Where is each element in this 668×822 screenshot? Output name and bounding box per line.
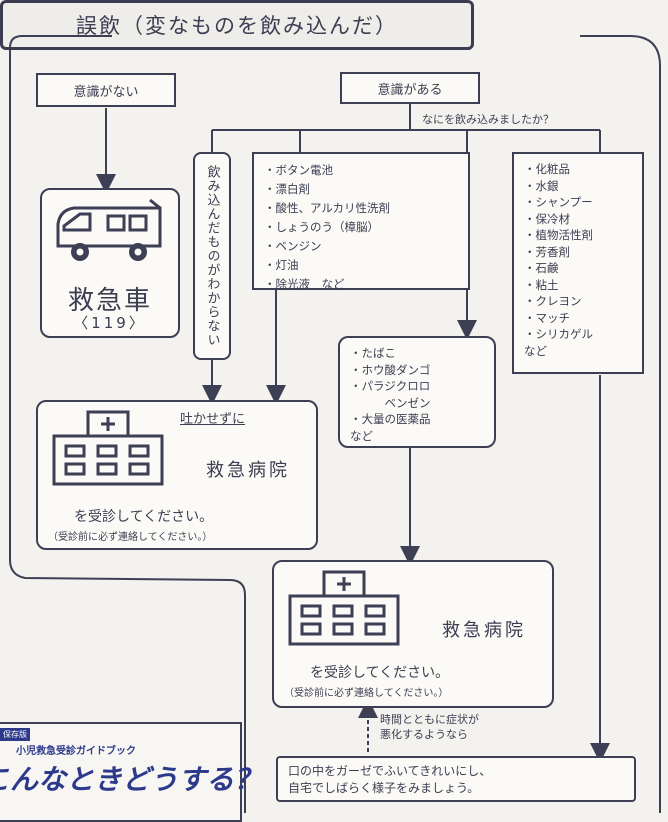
home-care-line: 口の中をガーゼでふいてきれいにし、 [288, 764, 492, 778]
ambulance-icon [56, 198, 162, 261]
worsen-note-line: 時間とともに症状が [380, 713, 479, 726]
list-item: ・ベンジン [264, 239, 322, 253]
guidebook-badge: 保存版 [0, 728, 30, 741]
home-care-line: 自宅でしばらく様子をみましょう。 [288, 781, 480, 795]
toxic-items-list: ・たばこ ・ホウ酸ダンゴ ・パラジクロロ ベンゼン ・大量の医薬品 など [338, 336, 496, 448]
list-item: ・灯油 [264, 258, 299, 272]
list-item: ・酸性、アルカリ性洗剤 [264, 201, 391, 215]
ambulance-label: 救急車 [67, 286, 152, 316]
worsen-note-line: 悪化するようなら [380, 728, 468, 741]
list-item: ・マッチ [524, 310, 570, 325]
unconscious-box: 意識がない [36, 73, 176, 107]
guidebook-banner: 保存版 小児救急受診ガイドブック こんなときどうする？ [0, 722, 262, 822]
list-item: ・シリカゲル [524, 327, 593, 341]
worsen-note: 時間とともに症状が 悪化するようなら [380, 712, 479, 742]
unconscious-label: 意識がない [73, 84, 139, 100]
guidebook-subtitle: 小児救急受診ガイドブック [16, 746, 136, 757]
list-item: ・粘土 [524, 277, 559, 292]
low-risk-items-list: ・化粧品 ・水銀 ・シャンプー ・保冷材 ・植物活性剤 ・芳香剤 ・石鹸 ・粘土… [512, 152, 644, 374]
ambulance-box: 救急車 〈119〉 [40, 188, 180, 338]
list-item: ・芳香剤 [524, 244, 570, 259]
list-item: ・植物活性剤 [524, 228, 593, 242]
hospital-note: （受診前に必ず連絡してください。） [284, 688, 449, 699]
conscious-label: 意識がある [377, 82, 443, 98]
page-title: 誤飲（変なものを飲み込んだ） [0, 0, 474, 50]
dangerous-items-list: ・ボタン電池 ・漂白剤 ・酸性、アルカリ性洗剤 ・しょうのう（樟脳） ・ベンジン… [252, 152, 470, 291]
hospital-icon [52, 410, 164, 486]
list-item: ・石鹸 [524, 261, 559, 275]
ambulance-number: 〈119〉 [73, 314, 147, 332]
list-item: ・たばこ [350, 346, 396, 360]
list-item: ・クレヨン [524, 294, 582, 308]
list-item: ・保冷材 [524, 211, 570, 226]
no-vomit-label: 吐かせずに [180, 412, 246, 427]
unknown-swallowed-box: 飲み込んだものがわからない [193, 152, 231, 360]
hospital-instruction: を受診してください。 [310, 665, 450, 681]
list-item: ・大量の医薬品 [350, 412, 431, 426]
list-item: ・化粧品 [524, 162, 570, 176]
list-item: ・シャンプー [524, 195, 593, 209]
hospital-name: 救急病院 [206, 460, 290, 481]
list-item: ・除光液 など [264, 277, 345, 291]
swallow-question: なにを飲み込みましたか？ [422, 113, 554, 126]
list-item: ・ホウ酸ダンゴ [350, 362, 431, 377]
conscious-box: 意識がある [340, 72, 480, 104]
home-care-box: 口の中をガーゼでふいてきれいにし、 自宅でしばらく様子をみましょう。 [276, 756, 636, 802]
list-item: など [350, 428, 373, 443]
list-item: ・水銀 [524, 178, 559, 193]
list-item: ・パラジクロロ [350, 379, 431, 393]
list-item: ベンゼン [350, 395, 431, 410]
list-item: ・ボタン電池 [264, 163, 333, 177]
hospital-note: （受診前に必ず連絡してください。） [48, 532, 213, 543]
list-item: など [524, 343, 547, 358]
hospital-box-2: 救急病院 を受診してください。 （受診前に必ず連絡してください。） [272, 560, 554, 708]
list-item: ・しょうのう（樟脳） [264, 220, 379, 234]
hospital-icon [288, 570, 400, 646]
hospital-name: 救急病院 [442, 620, 526, 641]
guidebook-title: こんなときどうする？ [0, 763, 263, 796]
hospital-box-1: 吐かせずに 救急病院 を受診してください。 （受診前に必ず連絡してください。） [36, 400, 318, 550]
unknown-swallowed-text: 飲み込んだものがわからない [204, 165, 220, 347]
hospital-instruction: を受診してください。 [74, 509, 214, 525]
list-item: ・漂白剤 [264, 182, 310, 196]
